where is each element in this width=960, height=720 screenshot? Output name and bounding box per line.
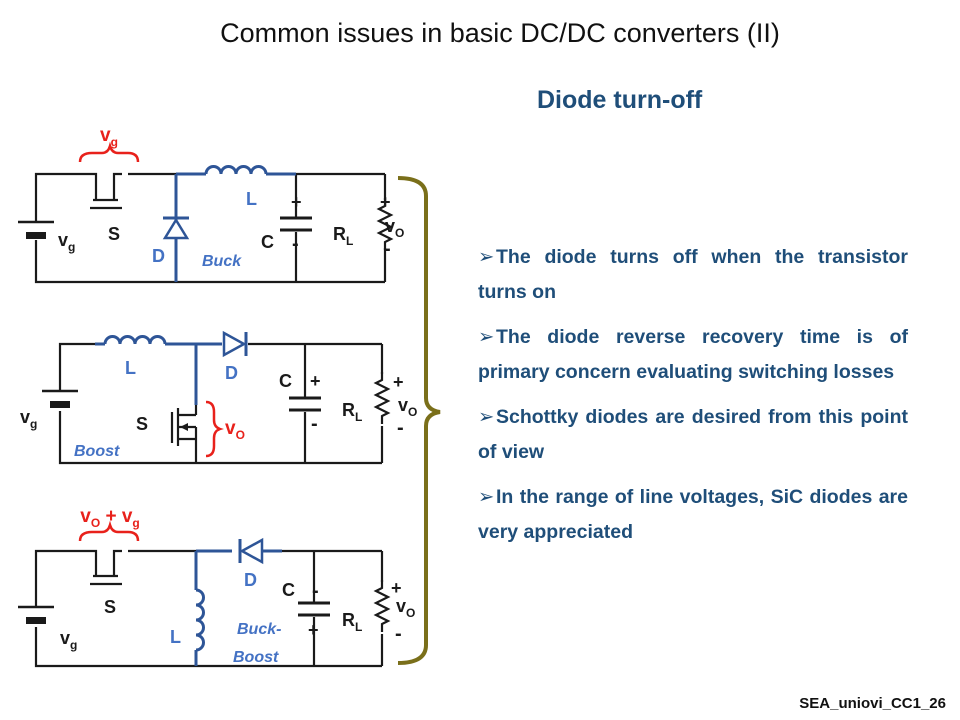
boost-switch-voltage-label: vO (225, 418, 245, 442)
buckboost-cap-plus: + (308, 620, 319, 640)
buck-capacitor-label: C (261, 232, 274, 252)
boost-cap-minus: - (311, 413, 318, 435)
bullet-item: ➢The diode reverse recovery time is of p… (478, 320, 908, 390)
boost-switch-label: S (136, 414, 148, 434)
arrow-bullet-icon: ➢ (478, 486, 495, 508)
buck-vg-label: vg (58, 230, 75, 254)
voltage-brace (205, 400, 224, 458)
buckboost-out-minus: - (395, 623, 402, 645)
buckboost-vout-label: vO (396, 596, 415, 620)
buckboost-converter-circuit: vO + vg vg S D L C - + RL + vO - Buck- B… (18, 506, 415, 668)
buck-vout-label: vO (385, 216, 404, 240)
voltage-brace (78, 520, 140, 542)
inductor-icon (204, 165, 268, 175)
buck-switch-label: S (108, 224, 120, 244)
diode-icon (222, 330, 247, 358)
diode-icon (239, 537, 264, 565)
boost-vg-label: vg (20, 407, 37, 431)
boost-out-plus: + (393, 372, 404, 392)
grouping-brace (397, 176, 441, 665)
buck-inductor-label: L (246, 189, 257, 209)
boost-load-label: RL (342, 400, 362, 424)
buck-diode-label: D (152, 246, 165, 266)
buck-switch-voltage-label: vg (100, 125, 118, 149)
buck-converter-name: Buck (202, 253, 242, 270)
arrow-bullet-icon: ➢ (478, 326, 495, 348)
buck-cap-minus: - (292, 233, 299, 255)
buck-out-minus: - (384, 238, 391, 260)
buckboost-converter-name-2: Boost (233, 649, 279, 666)
buckboost-converter-name-1: Buck- (237, 621, 281, 638)
buckboost-cap-minus: - (312, 580, 319, 602)
resistor-icon (374, 370, 390, 426)
bullet-item: ➢In the range of line voltages, SiC diod… (478, 480, 908, 550)
diode-icon (162, 217, 190, 240)
buckboost-inductor-label: L (170, 627, 181, 647)
buck-cap-plus: + (291, 192, 302, 212)
boost-cap-plus: + (310, 371, 321, 391)
buck-load-label: RL (333, 224, 353, 248)
boost-vout-label: vO (398, 395, 417, 419)
boost-inductor-label: L (125, 358, 136, 378)
buckboost-diode-label: D (244, 570, 257, 590)
buckboost-switch-voltage-label: vO + vg (80, 506, 140, 530)
boost-converter-name: Boost (74, 443, 120, 460)
bullet-item: ➢The diode turns off when the transistor… (478, 240, 908, 310)
arrow-bullet-icon: ➢ (478, 246, 495, 268)
buckboost-out-plus: + (391, 578, 402, 598)
inductor-icon (195, 588, 205, 652)
buckboost-capacitor-label: C (282, 580, 295, 600)
voltage-brace (78, 141, 140, 163)
boost-capacitor-label: C (279, 371, 292, 391)
buckboost-load-label: RL (342, 610, 362, 634)
page-title: Common issues in basic DC/DC converters … (220, 18, 780, 48)
resistor-icon (374, 578, 390, 634)
buck-converter-circuit: vg vg S D L C + - RL + vO - Buck (18, 125, 404, 284)
buck-out-plus: + (380, 192, 391, 212)
slide-footer-id: SEA_uniovi_CC1_26 (799, 695, 946, 712)
buckboost-vg-label: vg (60, 628, 77, 652)
boost-diode-label: D (225, 363, 238, 383)
section-subtitle: Diode turn-off (537, 86, 703, 114)
bullet-list: ➢The diode turns off when the transistor… (478, 240, 908, 560)
buckboost-switch-label: S (104, 597, 116, 617)
boost-out-minus: - (397, 417, 404, 439)
boost-converter-circuit: vO vg S D L C + - RL + vO - Boost (20, 330, 417, 465)
arrow-bullet-icon: ➢ (478, 406, 495, 428)
bullet-item: ➢Schottky diodes are desired from this p… (478, 400, 908, 470)
inductor-icon (103, 335, 167, 345)
